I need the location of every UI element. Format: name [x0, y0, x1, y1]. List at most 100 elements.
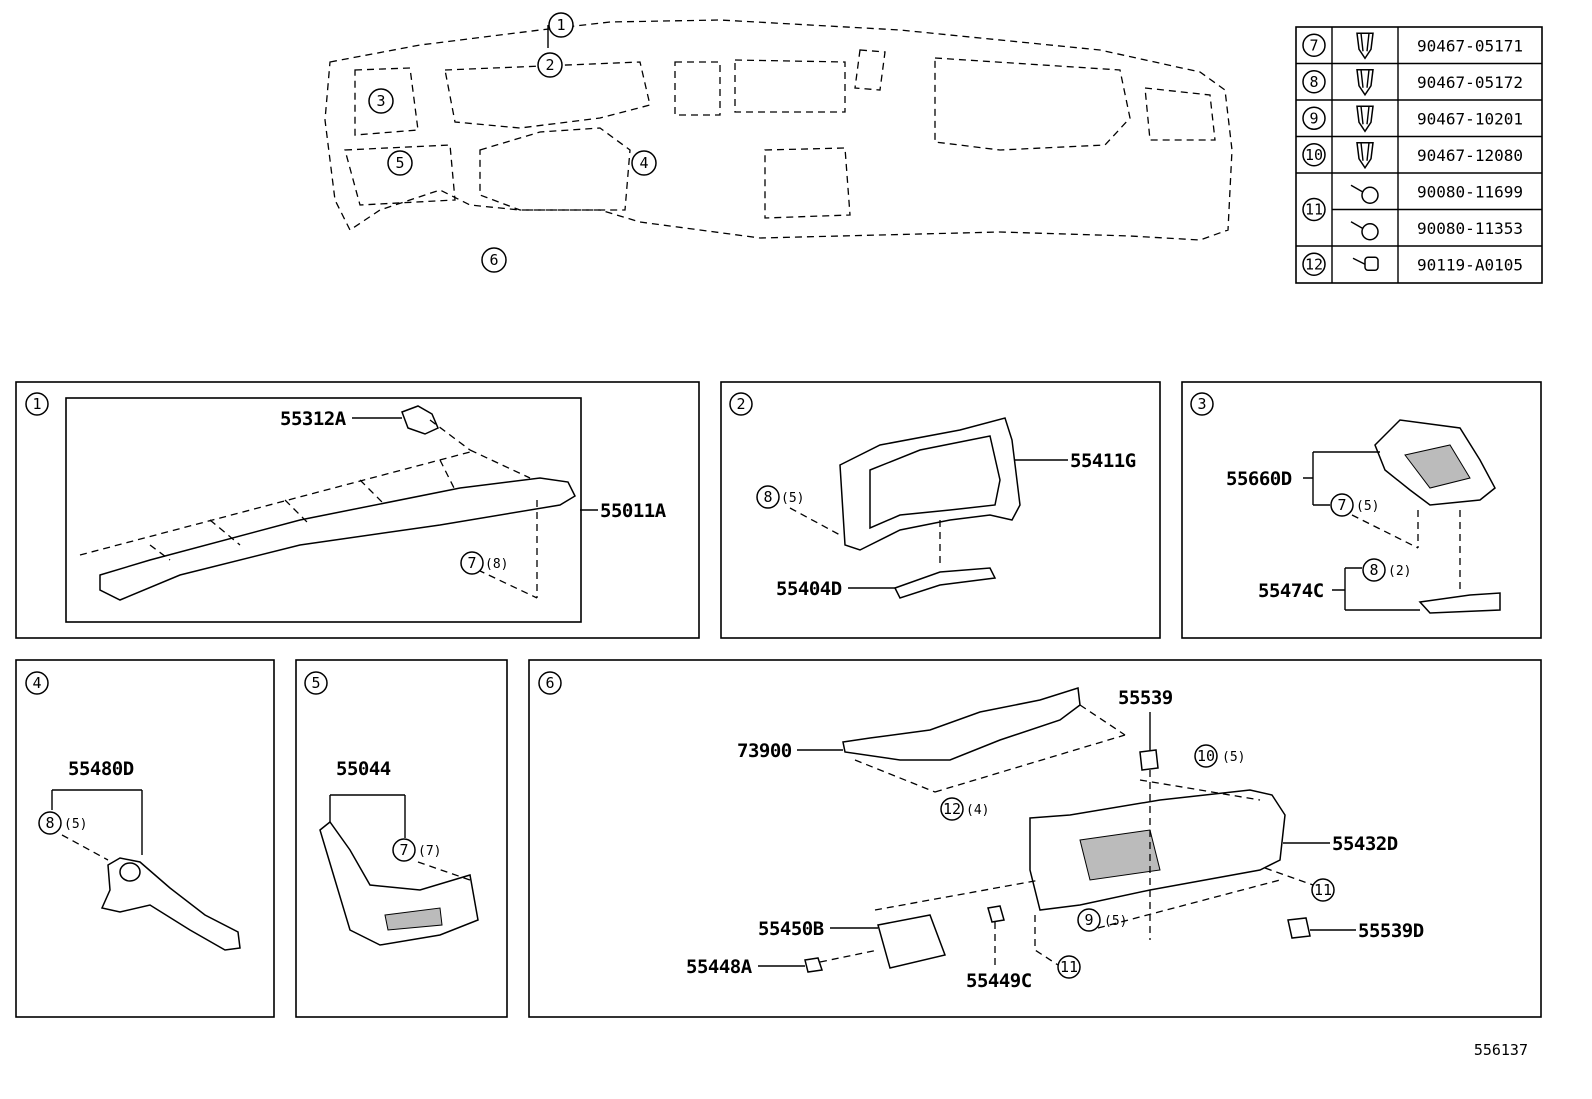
svg-text:4: 4: [32, 674, 41, 692]
label-55432D: 55432D: [1332, 833, 1398, 855]
clip-icon: [1356, 142, 1374, 170]
panel-4-clip-8: [38, 811, 62, 835]
svg-text:7: 7: [467, 554, 476, 572]
svg-text:5: 5: [395, 154, 404, 172]
svg-text:12: 12: [943, 800, 961, 818]
svg-text:2: 2: [545, 56, 554, 74]
svg-text:10: 10: [1197, 747, 1215, 765]
label-73900: 73900: [737, 740, 792, 762]
part-55480D: [100, 857, 241, 951]
panel-1-clip-7: [460, 551, 484, 575]
overview-callout-6: 6: [481, 247, 507, 273]
dashboard-overview: [324, 19, 1233, 241]
panel-3-clip-7: [1330, 493, 1354, 517]
panel-3-clip-8: [1362, 558, 1386, 582]
svg-text:(5): (5): [1104, 914, 1127, 929]
svg-text:7: 7: [399, 841, 408, 859]
figure-number: 556137: [1474, 1041, 1528, 1059]
panel-1: 1 55312A 55011A 7 (8): [15, 381, 700, 639]
svg-text:(5): (5): [781, 491, 804, 506]
panel-6: 6 73900 12 (4) 55539 10 (5) 55432D 11 55…: [528, 659, 1542, 1018]
table-callout-7: [1302, 33, 1326, 57]
panel-5-number: [304, 671, 328, 695]
part-55411G: [839, 417, 1021, 551]
label-55448A: 55448A: [686, 956, 753, 978]
panel-6-number: [538, 671, 562, 695]
label-55660D: 55660D: [1226, 468, 1292, 490]
part-55448A: [804, 957, 823, 973]
table-callout-label: 10: [1305, 146, 1323, 164]
part-55450B: [877, 914, 947, 969]
panel-5: 5 55044 7 (7): [295, 659, 508, 1018]
svg-text:9: 9: [1084, 911, 1093, 929]
table-callout-9: [1302, 106, 1326, 130]
part-55474C: [1418, 592, 1501, 614]
screw-icon: [1350, 184, 1379, 204]
panel-6-clip-11b: [1057, 955, 1081, 979]
panel-6-clip-10: [1194, 744, 1218, 768]
svg-text:(5): (5): [1222, 750, 1245, 765]
label-55449C: 55449C: [966, 970, 1032, 992]
svg-text:4: 4: [639, 154, 648, 172]
clip-icon: [1356, 32, 1374, 60]
overview-callout-5: 5: [387, 150, 413, 176]
table-part-number: 90080-11353: [1417, 219, 1523, 238]
svg-text:(5): (5): [1356, 499, 1379, 514]
screw-icon: [1350, 221, 1379, 241]
part-55404D: [893, 567, 997, 599]
svg-text:6: 6: [489, 251, 498, 269]
table-callout-label: 12: [1305, 255, 1323, 273]
label-55474C: 55474C: [1258, 580, 1324, 602]
table-part-number: 90467-12080: [1417, 146, 1523, 165]
part-55312A: [401, 405, 439, 435]
svg-text:1: 1: [556, 16, 565, 34]
table-callout-label: 7: [1309, 36, 1318, 54]
table-callout-label: 8: [1309, 73, 1318, 91]
table-callout-label: 11: [1305, 201, 1323, 219]
label-55539: 55539: [1118, 687, 1173, 709]
label-55450B: 55450B: [758, 918, 824, 940]
clip-icon: [1356, 69, 1374, 97]
table-callout-12: [1302, 252, 1326, 276]
svg-text:(5): (5): [64, 817, 87, 832]
part-55539D: [1287, 917, 1311, 939]
table-part-number: 90467-05171: [1417, 36, 1523, 55]
svg-text:(4): (4): [966, 803, 989, 818]
table-part-number: 90080-11699: [1417, 182, 1523, 201]
svg-text:3: 3: [1197, 395, 1206, 413]
panel-2: 2 55411G 55404D 8 (5): [720, 381, 1161, 639]
svg-text:11: 11: [1314, 881, 1332, 899]
table-part-number: 90119-A0105: [1417, 255, 1523, 274]
part-73900: [842, 687, 1081, 761]
table-callout-11: [1302, 197, 1326, 222]
panel-6-clip-9: [1077, 908, 1101, 932]
svg-text:2: 2: [736, 395, 745, 413]
table-callout-10: [1302, 143, 1326, 167]
table-callout-8: [1302, 70, 1326, 94]
clip-icon: [1356, 105, 1374, 133]
overview-callout-4: 4: [631, 150, 657, 176]
panel-3-number: [1190, 392, 1214, 416]
table-callout-label: 9: [1309, 109, 1318, 127]
table-part-number: 90467-10201: [1417, 109, 1523, 128]
svg-text:(2): (2): [1388, 564, 1411, 579]
label-55044: 55044: [336, 758, 391, 780]
panel-4-number: [25, 671, 49, 695]
svg-text:8: 8: [45, 814, 54, 832]
label-55411G: 55411G: [1070, 450, 1136, 472]
svg-text:(8): (8): [485, 557, 508, 572]
svg-text:6: 6: [545, 674, 554, 692]
bolt-icon: [1352, 256, 1379, 271]
svg-text:1: 1: [32, 395, 41, 413]
panel-6-clip-11a: [1311, 878, 1335, 902]
svg-text:(7): (7): [418, 844, 441, 859]
svg-text:8: 8: [763, 488, 772, 506]
panel-2-number: [729, 392, 753, 416]
label-55539D: 55539D: [1358, 920, 1424, 942]
overview-callout-2: 2: [537, 52, 563, 78]
label-55480D: 55480D: [68, 758, 134, 780]
table-part-number: 90467-05172: [1417, 73, 1523, 92]
svg-text:5: 5: [311, 674, 320, 692]
overview-callout-3: 3: [368, 88, 394, 114]
